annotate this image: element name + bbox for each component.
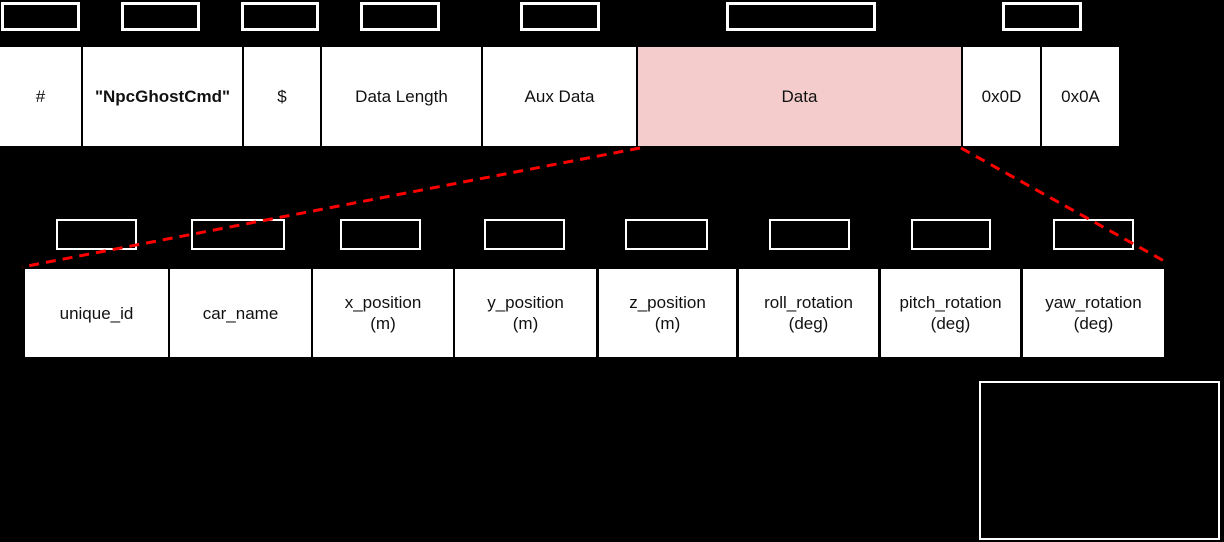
field-label: x_position xyxy=(344,293,422,312)
field-label: Aux Data xyxy=(524,86,595,106)
field-label: z_position xyxy=(629,293,706,312)
field-unit: (deg) xyxy=(930,314,971,333)
field-label: # xyxy=(35,86,46,106)
size-box xyxy=(769,219,850,250)
field-label: 0x0D xyxy=(981,86,1022,106)
field-dollar: $ xyxy=(244,47,320,146)
field-z-position: z_position (m) xyxy=(599,269,736,357)
field-label: "NpcGhostCmd" xyxy=(94,86,231,106)
field-roll-rotation: roll_rotation (deg) xyxy=(739,269,878,357)
field-unit: (deg) xyxy=(1073,314,1114,333)
field-pitch-rotation: pitch_rotation (deg) xyxy=(881,269,1020,357)
size-box xyxy=(241,2,319,31)
field-y-position: y_position (m) xyxy=(455,269,596,357)
field-yaw-rotation: yaw_rotation (deg) xyxy=(1023,269,1164,357)
size-box xyxy=(911,219,991,250)
size-box xyxy=(56,219,137,250)
size-box xyxy=(1053,219,1134,250)
field-command: "NpcGhostCmd" xyxy=(83,47,242,146)
field-lf-0x0a: 0x0A xyxy=(1042,47,1119,146)
field-unit: (m) xyxy=(512,314,539,333)
field-label: 0x0A xyxy=(1061,86,1100,106)
size-box xyxy=(726,2,876,31)
size-box xyxy=(520,2,600,31)
field-label: car_name xyxy=(202,303,279,323)
field-unit: (m) xyxy=(654,314,681,333)
field-label: unique_id xyxy=(59,303,134,323)
field-label: yaw_rotation xyxy=(1045,293,1142,312)
size-box xyxy=(1,2,80,31)
size-box xyxy=(121,2,200,31)
field-label: roll_rotation xyxy=(764,293,853,312)
field-label: pitch_rotation xyxy=(899,293,1002,312)
field-x-position: x_position (m) xyxy=(313,269,453,357)
field-car-name: car_name xyxy=(170,269,311,357)
field-label: y_position xyxy=(487,293,564,312)
size-box xyxy=(484,219,565,250)
field-unit: (m) xyxy=(370,314,396,333)
field-cr-0x0d: 0x0D xyxy=(963,47,1040,146)
field-label: $ xyxy=(277,86,287,106)
size-box xyxy=(1002,2,1082,31)
field-label: Data xyxy=(781,86,818,106)
field-label: Data Length xyxy=(355,86,448,106)
field-data: Data xyxy=(638,47,961,146)
field-aux-data: Aux Data xyxy=(483,47,636,146)
field-start-hash: # xyxy=(0,47,81,146)
size-box xyxy=(360,2,440,31)
size-box xyxy=(340,219,421,250)
size-box xyxy=(625,219,708,250)
field-unit: (deg) xyxy=(788,314,829,333)
field-data-length: Data Length xyxy=(322,47,481,146)
empty-annotation-box xyxy=(979,381,1220,540)
field-unique-id: unique_id xyxy=(25,269,168,357)
size-box xyxy=(191,219,285,250)
